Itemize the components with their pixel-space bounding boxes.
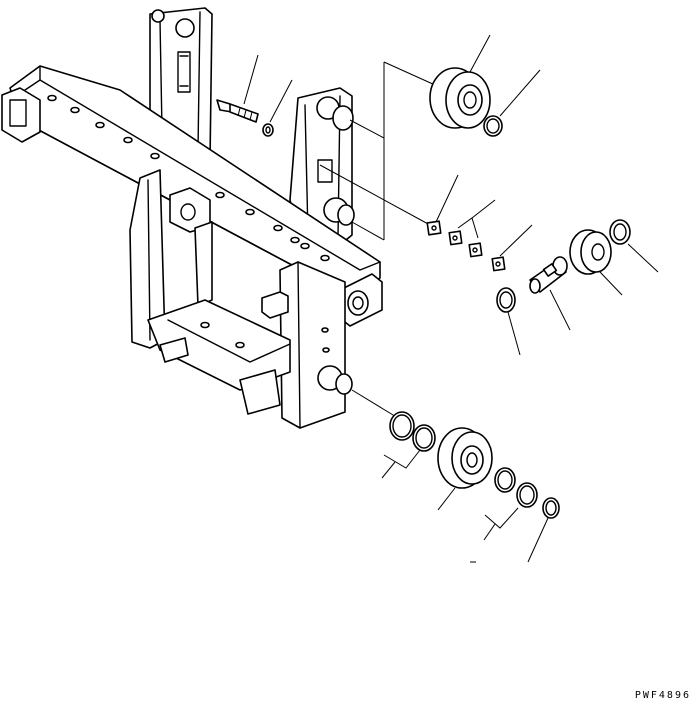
side-roller-ring [609, 219, 659, 273]
lower-roller-leader [351, 389, 399, 419]
side-roller [569, 229, 623, 296]
shim-plates [426, 174, 533, 272]
carriage-frame [1, 7, 383, 429]
upper-snap-ring [483, 69, 541, 137]
mounting-bolt [216, 54, 259, 123]
drawing-reference-code: PWF4896 [634, 690, 691, 701]
upper-roller-bearing [429, 34, 491, 129]
lower-outer-rings [483, 467, 538, 541]
lower-shim-rings [381, 411, 436, 479]
lower-snap-ring [527, 497, 560, 563]
side-shaft-retainer-ring [496, 287, 521, 356]
upper-roller-bracket-lines [319, 61, 436, 241]
lower-roller-bearing [437, 427, 493, 511]
side-roller-shaft [529, 256, 571, 331]
lock-washer [262, 79, 293, 137]
crossbeam-holes [47, 94, 330, 262]
